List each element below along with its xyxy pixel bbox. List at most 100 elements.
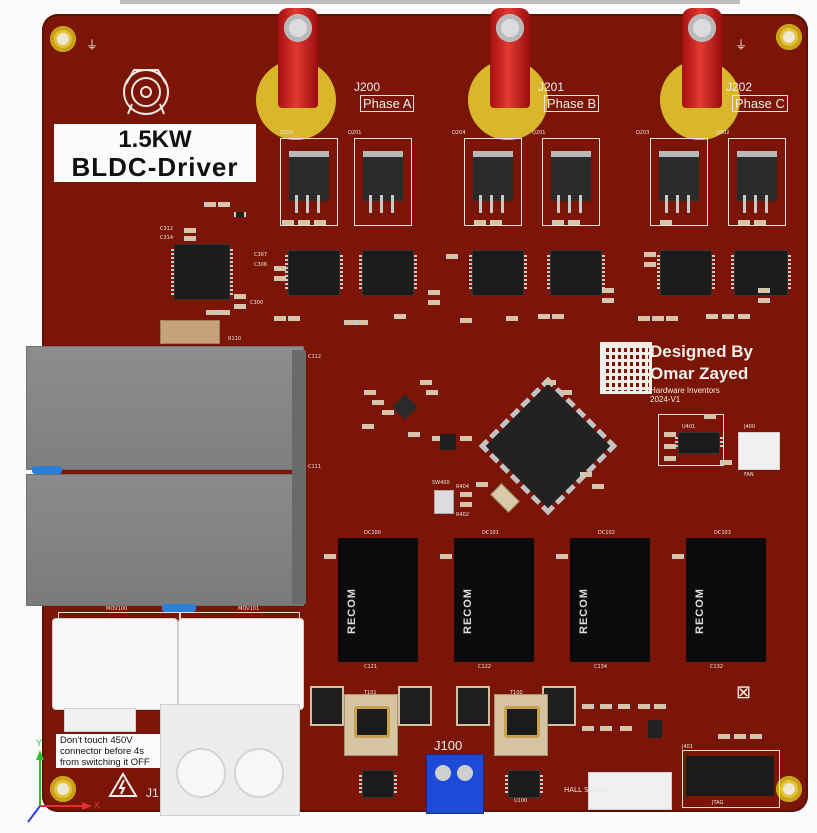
mosfet-ref: Q200 [280,130,294,136]
smd-capacitor [234,304,246,309]
dcdc-brand: RECOM [462,588,474,634]
smd-capacitor [600,726,612,731]
smd-capacitor [720,460,732,465]
dcdc-ref: DC101 [482,530,499,536]
dcdc-module-dc101[interactable]: RECOM [454,538,534,662]
smd-capacitor [274,266,286,271]
smd-capacitor [428,300,440,305]
mov100-ref: MOV100 [106,606,128,612]
smd-capacitor [754,220,766,225]
smd-capacitor [644,252,656,257]
smd-capacitor [446,254,458,259]
gate-driver-ic[interactable] [469,250,527,296]
mosfet-body [289,151,329,201]
warning-text-line2: connector before 4s [60,746,144,757]
mosfet-q201[interactable] [354,138,412,226]
component-ref: C314 [160,235,174,241]
mosfet-q201b[interactable] [542,138,600,226]
mosfet-q203[interactable] [650,138,708,226]
fuse-holder-right[interactable] [178,618,304,710]
smd-capacitor [408,432,420,437]
phase-a-ref: J200 [354,80,381,94]
dcdc-module-dc100[interactable]: RECOM [338,538,418,662]
mosfet-pins [369,195,399,213]
u100-ic[interactable] [505,770,543,798]
smd-capacitor [704,414,716,419]
blue-wire [162,604,196,612]
dcdc-brand: RECOM [578,588,590,634]
gate-driver-ic[interactable] [359,250,417,296]
fan-connector[interactable] [738,432,780,470]
u100-ic[interactable] [359,770,397,798]
smd-capacitor [568,220,580,225]
board-title-line2: BLDC-Driver [71,152,239,182]
smd-capacitor [282,220,294,225]
pcb-board: ⏚ ⏚ 1.5KW BLDC-Driver [26,8,808,816]
component-ref: C307 [254,252,268,258]
smd-capacitor [382,410,394,415]
hall-connector[interactable] [588,772,672,810]
mosfet-q200[interactable] [280,138,338,226]
j100-terminal-block[interactable] [426,754,484,814]
warning-text-line1: Don't touch 450V [60,735,133,746]
smd-resistor [460,502,472,507]
smd-capacitor [218,310,230,315]
recycle-icon: ⊠ [736,682,752,702]
version: 2024-V1 [650,395,681,404]
smd-capacitor [324,554,336,559]
smd-capacitor [654,704,666,709]
dcdc-module-dc103[interactable]: RECOM [686,538,766,662]
mosfet-pins [665,195,695,213]
heatsink-upper [26,346,304,470]
mosfet-body [473,151,513,201]
smd-capacitor [758,298,770,303]
smd-capacitor [184,228,196,233]
qr-code [600,342,652,394]
u100-ref: U100 [514,798,528,804]
gate-driver-ic[interactable] [285,250,343,296]
sw400-button[interactable] [434,490,454,514]
smd-capacitor [288,316,300,321]
motor-logo [116,60,176,120]
mosfet-pins [743,195,773,213]
mosfet-ref: Q201 [532,130,546,136]
gate-driver-ic[interactable] [657,250,715,296]
t101-ref: T101 [364,690,377,696]
terminal-cap [284,14,312,42]
phase-c-label: Phase C [732,95,788,112]
smd-capacitor [722,314,734,319]
smd-capacitor [582,726,594,731]
inductor [456,686,490,726]
dcdc-module-dc102[interactable]: RECOM [570,538,650,662]
phase-c-terminal[interactable] [660,8,740,140]
smd-capacitor [506,316,518,321]
u401-ic[interactable] [675,432,723,454]
jtag-header[interactable] [686,756,774,796]
transformer-coil [504,706,540,738]
phase-b-ref: J201 [538,80,565,94]
j400-ref: J400 [744,424,756,430]
dcdc-brand: RECOM [694,588,706,634]
smd-capacitor [738,220,750,225]
smd-capacitor [638,316,650,321]
smd-capacitor [602,298,614,303]
smd-capacitor [666,316,678,321]
smd-capacitor [652,316,664,321]
component-ref: C300 [250,300,264,306]
smd-capacitor [638,704,650,709]
org-name: Hardware Inventors [650,386,720,395]
fuse-holder-left[interactable] [52,618,178,710]
smd-capacitor [440,554,452,559]
gate-driver-ic[interactable] [171,244,233,300]
smd-capacitor [274,276,286,281]
mosfet-q202[interactable] [728,138,786,226]
smd-capacitor [394,314,406,319]
phase-a-terminal[interactable] [256,8,336,140]
phase-b-terminal[interactable] [468,8,548,140]
mounting-hole-bottom-left [50,776,76,802]
mosfet-q204[interactable] [464,138,522,226]
smd-capacitor [552,220,564,225]
inductor [398,686,432,726]
gate-driver-ic[interactable] [547,250,605,296]
